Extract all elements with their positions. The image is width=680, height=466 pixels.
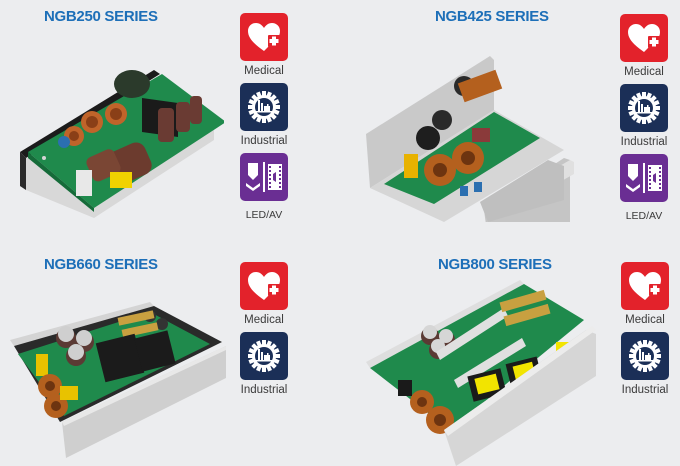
medical-heart-plus-icon (621, 262, 669, 310)
led-av-icon (240, 153, 288, 201)
medical-heart-plus-icon (240, 13, 288, 61)
ngb660-product-image (10, 302, 226, 458)
icon-label-industrial: Industrial (620, 136, 668, 148)
icon-label-industrial: Industrial (240, 135, 288, 147)
industrial-gear-factory-icon (240, 332, 288, 380)
application-icons: Medical Industrial LED/AV (238, 13, 290, 227)
industrial-gear-factory-icon (240, 83, 288, 131)
icon-label-ledav: LED/AV (245, 209, 283, 221)
ngb250-product-image (20, 70, 224, 218)
ngb800-product-image (366, 280, 596, 466)
industrial-gear-factory-icon (621, 332, 669, 380)
product-title: NGB800 SERIES (438, 256, 552, 273)
icon-label-medical: Medical (624, 66, 664, 78)
product-title: NGB660 SERIES (44, 256, 158, 273)
industrial-gear-factory-icon (620, 84, 668, 132)
product-title: NGB250 SERIES (44, 8, 158, 25)
application-icons: Medical Industrial (238, 262, 290, 402)
icon-label-ledav: LED/AV (625, 210, 663, 222)
application-icons: Medical Industrial LED/AV (618, 14, 670, 228)
icon-label-industrial: Industrial (240, 384, 288, 396)
medical-heart-plus-icon (620, 14, 668, 62)
ngb425-product-image (366, 56, 574, 222)
icon-label-medical: Medical (244, 314, 284, 326)
application-icons: Medical Industrial (619, 262, 671, 402)
product-title: NGB425 SERIES (435, 8, 549, 25)
icon-label-medical: Medical (244, 65, 284, 77)
led-av-icon (620, 154, 668, 202)
icon-label-medical: Medical (625, 314, 665, 326)
icon-label-industrial: Industrial (621, 384, 669, 396)
medical-heart-plus-icon (240, 262, 288, 310)
